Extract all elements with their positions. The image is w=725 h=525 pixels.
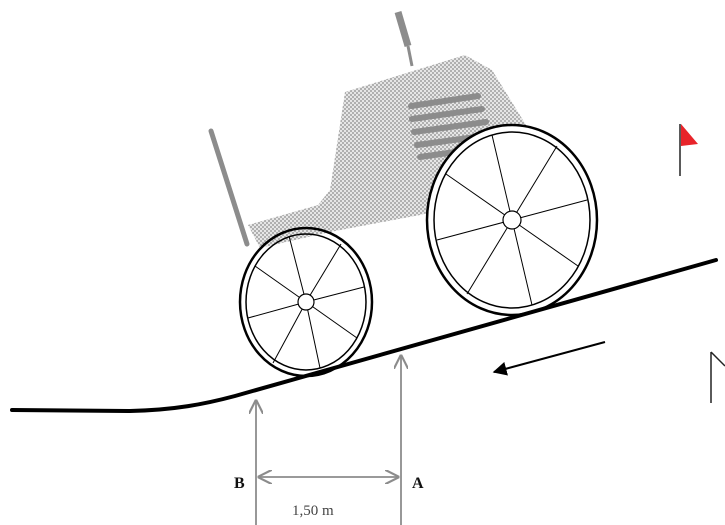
rear-wheel bbox=[238, 226, 374, 378]
exhaust-pipe bbox=[394, 11, 412, 47]
label-a: A bbox=[412, 475, 424, 492]
red-flag-icon bbox=[679, 124, 698, 176]
ground-slope bbox=[10, 258, 718, 414]
handle-bar bbox=[208, 128, 250, 247]
tractor-icon bbox=[208, 11, 599, 378]
front-wheel bbox=[425, 123, 599, 317]
direction-arrow-icon bbox=[492, 341, 606, 376]
label-distance: 1,50 m bbox=[292, 503, 334, 519]
tractor-body bbox=[248, 55, 560, 248]
flag-outline-icon bbox=[710, 351, 725, 403]
grille bbox=[408, 93, 493, 160]
label-b: B bbox=[234, 475, 245, 492]
